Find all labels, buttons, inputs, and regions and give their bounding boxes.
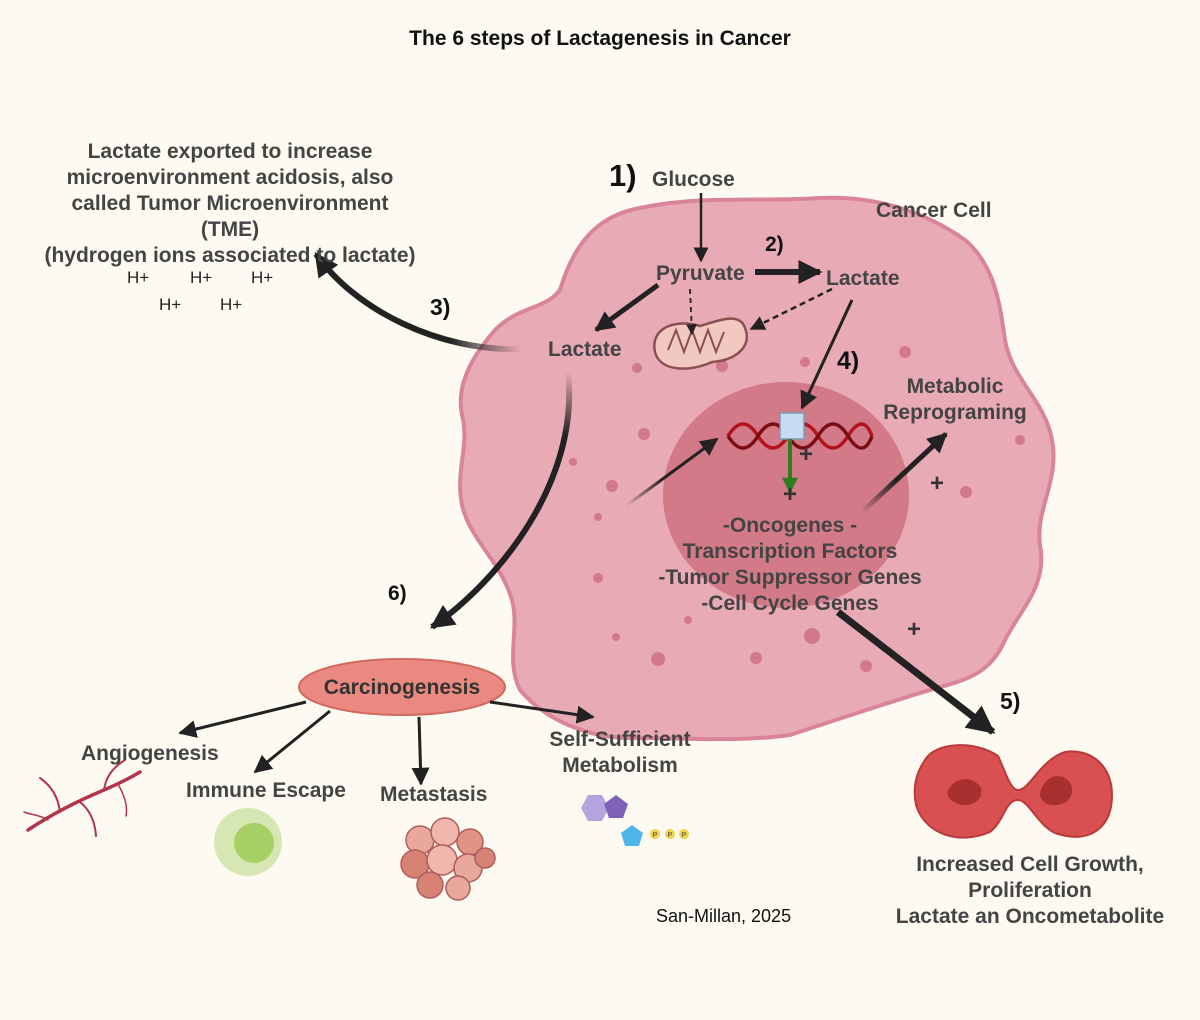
hydrogen-ion-2: H+ bbox=[190, 268, 213, 287]
glucose-label: Glucose bbox=[652, 168, 735, 191]
arrow-pyruvate-lactate-left bbox=[594, 282, 660, 333]
arrow-pyruvate-mito bbox=[686, 288, 697, 336]
metastasis-label: Metastasis bbox=[380, 783, 488, 806]
cytoplasm-spots bbox=[569, 346, 1025, 672]
step-2: 2) bbox=[765, 233, 784, 256]
arrow-growth-proliferation bbox=[835, 609, 996, 735]
self-sufficient-metabolism-label: Self-Sufficient Metabolism bbox=[549, 728, 691, 777]
hydrogen-ion-1: H+ bbox=[127, 268, 150, 287]
carcinogenesis-node bbox=[298, 658, 506, 716]
arrow-lactate-carcinogenesis bbox=[430, 371, 573, 630]
arrow-cytoplasm-dna bbox=[625, 437, 719, 508]
mitochondrion-icon bbox=[653, 317, 748, 370]
step-3: 3) bbox=[430, 294, 451, 320]
phosphate-label-3: P bbox=[682, 832, 687, 839]
arrow-lactate-export bbox=[313, 252, 523, 353]
lactate-left-label: Lactate bbox=[548, 338, 622, 361]
dividing-cell-icon bbox=[913, 744, 1114, 839]
plus-sign-3: + bbox=[930, 470, 945, 497]
blood-vessel-icon bbox=[23, 759, 142, 837]
phosphate-label-2: P bbox=[668, 832, 673, 839]
arrow-metabolic-reprograming bbox=[860, 432, 948, 514]
diagram-title: The 6 steps of Lactagenesis in Cancer bbox=[409, 27, 791, 50]
arrow-lactate-mito bbox=[749, 287, 833, 331]
credit-label: San-Millan, 2025 bbox=[656, 906, 792, 926]
metabolite-molecules-icon: P P P bbox=[581, 795, 689, 846]
hydrogen-ion-3: H+ bbox=[251, 268, 274, 287]
hydrogen-ion-4: H+ bbox=[159, 295, 182, 314]
transcription-box bbox=[779, 412, 805, 440]
angiogenesis-label: Angiogenesis bbox=[81, 742, 219, 765]
step-1: 1) bbox=[609, 158, 637, 193]
step-4: 4) bbox=[837, 347, 860, 375]
arrow-to-immune-escape bbox=[253, 709, 331, 774]
phosphate-label-1: P bbox=[653, 832, 658, 839]
lactate-right-label: Lactate bbox=[826, 267, 900, 290]
pyruvate-label: Pyruvate bbox=[656, 262, 745, 285]
immune-escape-label: Immune Escape bbox=[186, 779, 346, 802]
hydrogen-ion-5: H+ bbox=[220, 295, 243, 314]
lactate-export-note: Lactate exported to increase microenviro… bbox=[44, 140, 416, 267]
plus-sign-2: + bbox=[783, 481, 798, 508]
cancer-cell-label: Cancer Cell bbox=[876, 199, 992, 222]
step-5: 5) bbox=[1000, 688, 1021, 714]
immune-cell-icon bbox=[214, 808, 282, 876]
outcome-label: Increased Cell Growth, Proliferation Lac… bbox=[895, 853, 1165, 928]
arrow-to-self-sufficient bbox=[489, 700, 595, 724]
arrow-to-angiogenesis bbox=[178, 700, 307, 738]
target-genes-list: -Oncogenes - Transcription Factors -Tumo… bbox=[658, 514, 922, 615]
carcinogenesis-label: Carcinogenesis bbox=[323, 676, 481, 699]
metastasis-cluster-icon bbox=[400, 817, 496, 901]
plus-sign-4: + bbox=[907, 616, 922, 643]
metabolic-reprograming-label: Metabolic Reprograming bbox=[883, 375, 1027, 424]
step-6: 6) bbox=[388, 582, 407, 605]
arrow-lactate-dna bbox=[800, 299, 854, 410]
arrow-to-metastasis bbox=[411, 716, 430, 786]
plus-sign-1: + bbox=[799, 441, 814, 468]
